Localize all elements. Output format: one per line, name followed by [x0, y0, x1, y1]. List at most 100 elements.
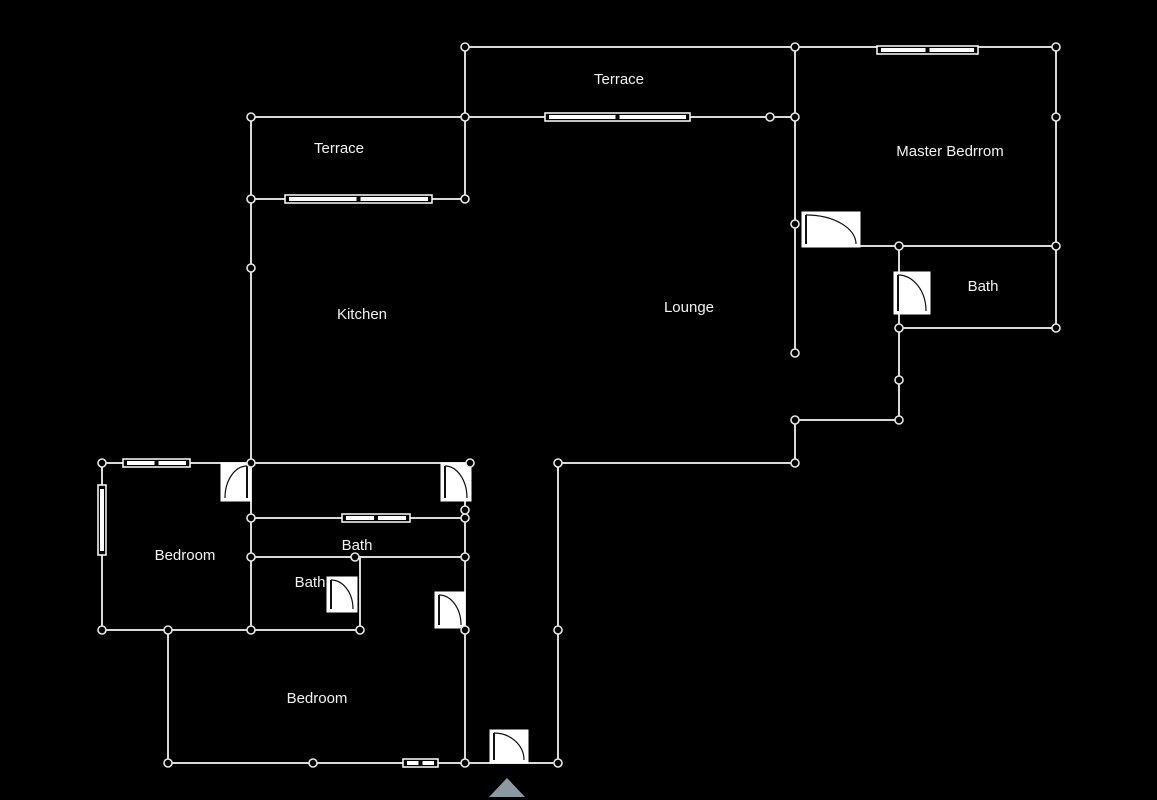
wall-node	[553, 458, 563, 468]
door-frame	[893, 271, 931, 315]
door-icon	[220, 462, 252, 502]
wall-node	[894, 375, 904, 385]
wall-node	[460, 758, 470, 768]
wall-node	[1051, 241, 1061, 251]
window-icon	[97, 484, 107, 556]
walls	[101, 46, 1057, 764]
wall-node	[246, 552, 256, 562]
wall-node	[460, 513, 470, 523]
wall-node	[790, 112, 800, 122]
wall-node	[246, 112, 256, 122]
window-pane	[378, 516, 406, 520]
door-swing-arc	[330, 579, 354, 610]
wall-node	[246, 513, 256, 523]
window-pane	[360, 197, 428, 201]
wall-node	[460, 194, 470, 204]
window-pane	[549, 115, 616, 119]
window-icon	[876, 45, 979, 55]
door-swing-arc	[493, 732, 525, 761]
windows	[97, 45, 979, 768]
wall-node	[97, 625, 107, 635]
door-icon	[893, 271, 931, 315]
door-swing-arc	[897, 274, 927, 312]
window-pane	[407, 761, 419, 765]
window-icon	[402, 758, 439, 768]
wall-nodes	[97, 42, 1061, 768]
wall-node	[246, 625, 256, 635]
window-frame	[544, 112, 691, 122]
wall-node	[1051, 323, 1061, 333]
wall-node	[553, 758, 563, 768]
window-icon	[341, 513, 411, 523]
window-icon	[284, 194, 433, 204]
window-pane	[619, 115, 686, 119]
window-pane	[127, 461, 155, 465]
door-swing-arc	[438, 594, 462, 626]
window-pane	[158, 461, 186, 465]
door-swing-arc	[224, 465, 248, 499]
wall-node	[460, 505, 470, 515]
room-label-master-bedroom: Master Bedrrom	[896, 143, 1004, 160]
room-label-bath-lower: Bath	[295, 574, 326, 591]
window-pane	[289, 197, 357, 201]
window-pane	[422, 761, 434, 765]
wall-node	[163, 625, 173, 635]
room-label-kitchen: Kitchen	[337, 306, 387, 323]
window-pane	[100, 489, 104, 551]
wall-node	[246, 194, 256, 204]
doors	[220, 211, 931, 764]
wall-node	[790, 415, 800, 425]
wall-node	[163, 758, 173, 768]
room-label-bath-master: Bath	[968, 278, 999, 295]
wall-node	[350, 552, 360, 562]
room-labels: Terrace Terrace Master Bedrrom Bath Kitc…	[155, 71, 1004, 707]
window-pane	[881, 48, 926, 52]
window-icon	[544, 112, 691, 122]
window-icon	[122, 458, 191, 468]
door-icon	[801, 211, 861, 248]
wall-node	[246, 263, 256, 273]
wall-node	[790, 458, 800, 468]
room-label-bedroom-left: Bedroom	[155, 547, 216, 564]
room-label-bedroom-bottom: Bedroom	[287, 690, 348, 707]
wall-node	[465, 458, 475, 468]
door-swing-arc	[805, 214, 857, 245]
wall-node	[97, 458, 107, 468]
door-swing-arc	[444, 465, 468, 499]
wall-node	[790, 219, 800, 229]
wall-node	[308, 758, 318, 768]
wall-node	[1051, 42, 1061, 52]
wall-node	[894, 415, 904, 425]
door-frame	[801, 211, 861, 248]
window-pane	[929, 48, 974, 52]
entrance-marker-icon	[489, 778, 525, 797]
wall-node	[460, 625, 470, 635]
wall-node	[355, 625, 365, 635]
wall-node	[460, 42, 470, 52]
wall-node	[246, 458, 256, 468]
window-frame	[341, 513, 411, 523]
window-frame	[122, 458, 191, 468]
door-frame	[489, 729, 529, 764]
window-frame	[284, 194, 433, 204]
room-label-terrace-left: Terrace	[314, 140, 364, 157]
room-label-lounge: Lounge	[664, 299, 714, 316]
door-icon	[434, 591, 466, 629]
room-label-bath-middle: Bath	[342, 537, 373, 554]
wall-node	[553, 625, 563, 635]
wall-node	[460, 552, 470, 562]
door-icon	[440, 462, 472, 502]
window-frame	[402, 758, 439, 768]
wall-node	[1051, 112, 1061, 122]
wall-node	[765, 112, 775, 122]
door-icon	[326, 576, 358, 613]
wall-node	[790, 42, 800, 52]
wall-node	[460, 112, 470, 122]
window-frame	[876, 45, 979, 55]
window-pane	[346, 516, 374, 520]
wall-node	[894, 241, 904, 251]
room-label-terrace-top: Terrace	[594, 71, 644, 88]
door-icon	[489, 729, 529, 764]
wall-node	[790, 348, 800, 358]
